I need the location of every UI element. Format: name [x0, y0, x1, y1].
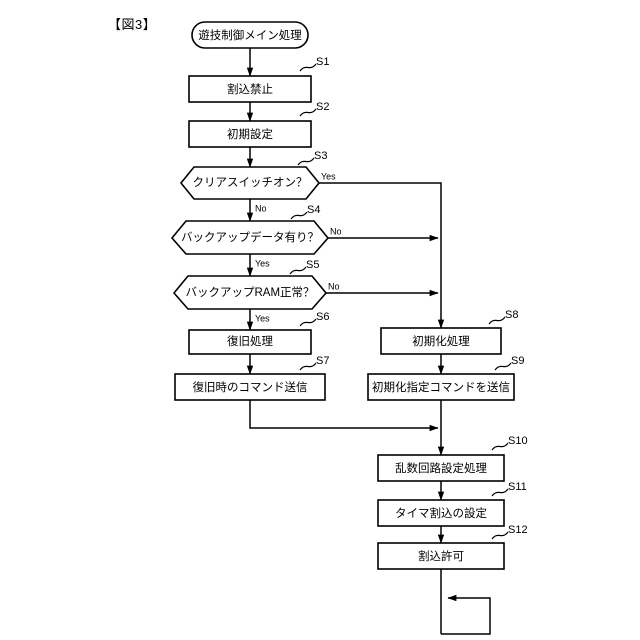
leader-s5 [289, 266, 307, 275]
node-s7-label: 復旧時のコマンド送信 [193, 380, 308, 394]
branch-label-s3-no: No [255, 203, 267, 213]
node-s10[interactable]: 乱数回路設定処理 [377, 454, 505, 482]
node-s5[interactable]: バックアップRAM正常？ [172, 275, 328, 310]
leader-s9 [494, 362, 512, 371]
figure-number-label: 【図3】 [108, 17, 157, 32]
node-s9[interactable]: 初期化指定コマンドを送信 [367, 373, 515, 401]
step-label-s7: S7 [316, 355, 329, 367]
branch-label-s5-no: No [328, 281, 340, 291]
leader-s3 [297, 157, 315, 166]
node-s12-label: 割込許可 [418, 549, 464, 563]
step-label-s4: S4 [307, 204, 320, 216]
step-label-s5: S5 [306, 259, 319, 271]
node-s8-label: 初期化処理 [412, 334, 470, 348]
leader-s8 [488, 316, 506, 325]
branch-label-s4-yes: Yes [255, 258, 270, 268]
edge-s7-to-trunk [249, 400, 439, 432]
node-s6[interactable]: 復旧処理 [188, 329, 312, 355]
node-s11[interactable]: タイマ割込の設定 [377, 499, 505, 527]
node-s4[interactable]: バックアップデータ有り？ [170, 220, 330, 255]
node-s2-label: 初期設定 [227, 127, 273, 141]
node-s11-label: タイマ割込の設定 [395, 506, 487, 520]
node-s6-label: 復旧処理 [227, 334, 273, 348]
leader-s12 [491, 531, 509, 540]
node-s4-label: バックアップデータ有り？ [181, 230, 319, 244]
node-s8[interactable]: 初期化処理 [380, 327, 502, 355]
node-start-label: 遊技制御メイン処理 [198, 28, 302, 42]
step-label-s1: S1 [316, 56, 329, 68]
step-label-s11: S11 [508, 481, 527, 493]
leader-s4 [290, 211, 308, 220]
branch-label-s5-yes: Yes [255, 313, 270, 323]
step-label-s12: S12 [508, 524, 528, 536]
step-label-s9: S9 [511, 355, 524, 367]
node-s3-label: クリアスイッチオン？ [193, 176, 308, 189]
branch-label-s3-yes: Yes [321, 171, 336, 181]
node-start[interactable]: 遊技制御メイン処理 [191, 21, 309, 49]
node-s7[interactable]: 復旧時のコマンド送信 [174, 373, 326, 401]
step-label-s8: S8 [505, 309, 518, 321]
leader-s6 [299, 318, 317, 327]
branch-label-s4-no: No [330, 226, 342, 236]
leader-s7 [299, 362, 317, 371]
leader-s1 [299, 63, 317, 72]
step-label-s10: S10 [508, 435, 528, 447]
node-s9-label: 初期化指定コマンドを送信 [372, 380, 510, 394]
node-s2[interactable]: 初期設定 [188, 120, 312, 148]
step-label-s3: S3 [314, 150, 327, 162]
node-s10-label: 乱数回路設定処理 [395, 461, 487, 475]
node-s5-label: バックアップRAM正常？ [185, 286, 314, 299]
edge-loop-back [441, 594, 491, 635]
step-label-s6: S6 [316, 311, 329, 323]
step-label-s2: S2 [316, 101, 329, 113]
node-s1[interactable]: 割込禁止 [188, 75, 312, 103]
leader-s2 [299, 108, 317, 117]
leader-s11 [491, 488, 509, 497]
leader-s10 [491, 442, 509, 451]
node-s1-label: 割込禁止 [227, 82, 273, 96]
edge-s3-yes-to-s8 [319, 182, 445, 329]
node-s12[interactable]: 割込許可 [377, 542, 505, 570]
node-s3[interactable]: クリアスイッチオン？ [179, 166, 321, 200]
